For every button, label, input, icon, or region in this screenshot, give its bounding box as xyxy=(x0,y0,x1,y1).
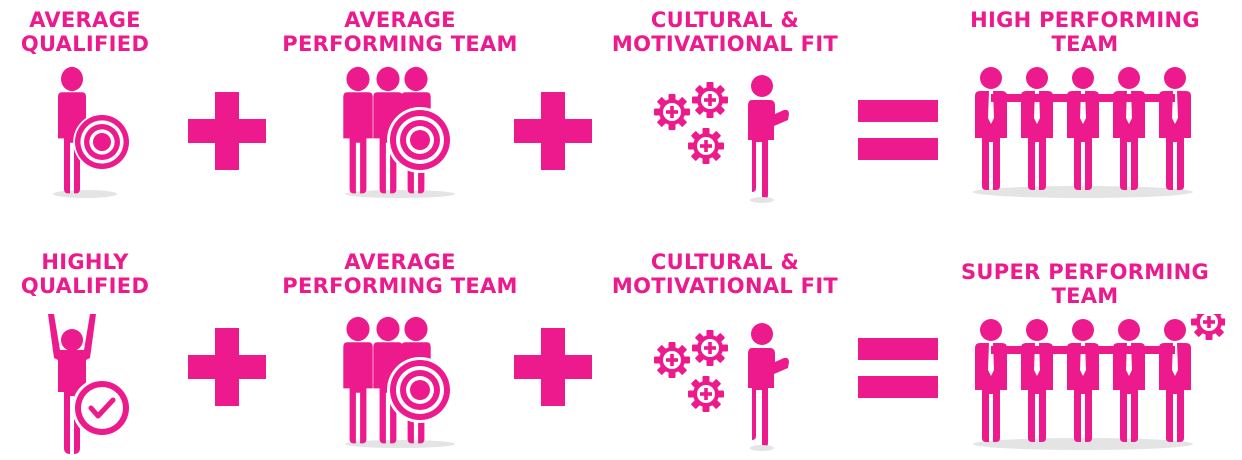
person-with-gears-icon xyxy=(654,323,789,451)
equals-operator xyxy=(858,94,938,166)
gear-icon xyxy=(692,82,728,118)
plus-operator xyxy=(188,92,266,170)
term-cultural-motivational-fit: CULTURAL &MOTIVATIONAL FIT xyxy=(600,230,850,451)
term-label-line1: CULTURAL & xyxy=(650,250,800,274)
gear-icon xyxy=(692,330,728,366)
gear-icon xyxy=(688,376,724,412)
term-cultural-motivational-fit: CULTURAL &MOTIVATIONAL FIT xyxy=(600,0,850,203)
term-label-line1: HIGH PERFORMING xyxy=(970,8,1200,32)
equals-operator xyxy=(858,332,938,404)
term-label-line1: AVERAGE xyxy=(344,8,456,32)
team-of-five-icon xyxy=(973,67,1193,198)
term-label-line2: TEAM xyxy=(1051,284,1119,308)
plus-operator xyxy=(514,92,592,170)
term-label-line1: SUPER PERFORMING xyxy=(961,260,1209,284)
term-label-line2: QUALIFIED xyxy=(20,32,150,56)
term-label-line1: HIGHLY xyxy=(41,250,129,274)
plus-operator xyxy=(188,328,266,406)
term-label-line2: MOTIVATIONAL FIT xyxy=(611,32,839,56)
team-of-five-with-gear-icon xyxy=(973,314,1225,450)
gear-icon xyxy=(1191,314,1225,340)
term-label-line2: MOTIVATIONAL FIT xyxy=(611,274,839,298)
gear-icon xyxy=(688,128,724,164)
person-arms-up-with-check-icon xyxy=(48,314,132,454)
term-label-line1: AVERAGE xyxy=(29,8,141,32)
person-with-gears-icon xyxy=(654,75,789,203)
team-with-target-icon xyxy=(343,66,455,198)
team-with-target-icon xyxy=(343,316,455,448)
term-label-line2: PERFORMING TEAM xyxy=(282,32,518,56)
term-label-line2: PERFORMING TEAM xyxy=(282,274,518,298)
plus-operator xyxy=(514,328,592,406)
term-label-line1: CULTURAL & xyxy=(650,8,800,32)
term-label-line2: TEAM xyxy=(1051,32,1119,56)
person-with-target-icon xyxy=(53,66,131,198)
term-label-line2: QUALIFIED xyxy=(20,274,150,298)
gear-icon xyxy=(654,94,690,130)
gear-icon xyxy=(654,342,690,378)
term-label-line1: AVERAGE xyxy=(344,250,456,274)
